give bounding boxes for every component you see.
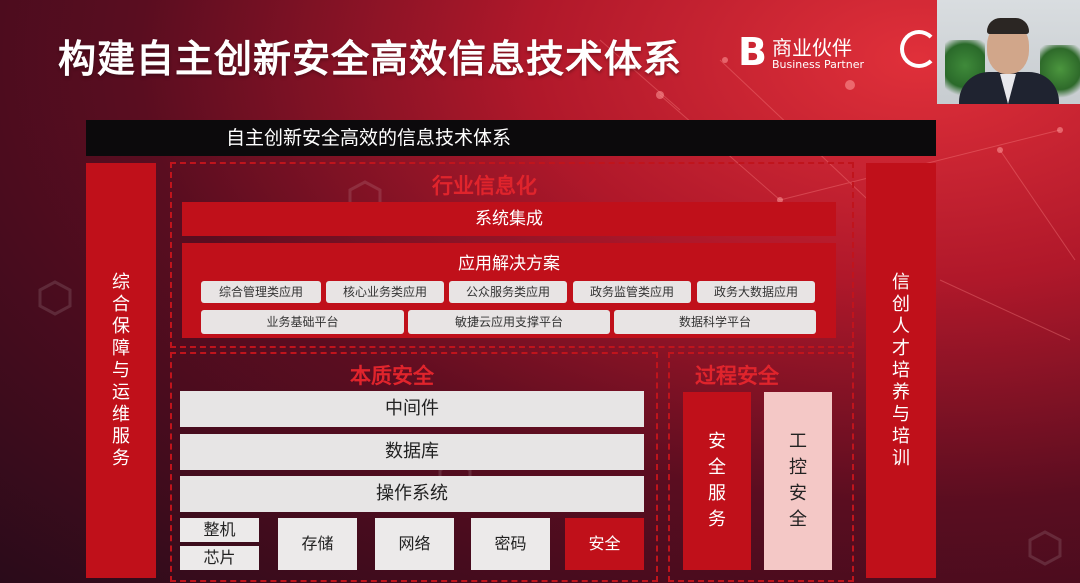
intrinsic-security-title: 本质安全 [350, 364, 434, 388]
left-pillar-label: 综合保障与运维服务 [112, 271, 130, 469]
right-pillar: 信创人才培养与培训 [866, 163, 936, 578]
platform-pill: 敏捷云应用支撑平台 [408, 310, 610, 334]
industry-frame [170, 162, 854, 348]
app-pill: 公众服务类应用 [449, 281, 567, 303]
crypto-box: 密码 [471, 518, 550, 570]
presenter-webcam [937, 0, 1080, 104]
database-layer: 数据库 [180, 434, 644, 470]
middleware-layer: 中间件 [180, 391, 644, 427]
platform-pill: 业务基础平台 [201, 310, 404, 334]
app-pill: 政务大数据应用 [697, 281, 815, 303]
chip-box: 芯片 [180, 546, 259, 570]
security-service-box: 安全服务 [683, 392, 751, 570]
logo-b-mark-icon: B [738, 30, 767, 74]
slide-title: 构建自主创新安全高效信息技术体系 [58, 37, 683, 81]
left-pillar: 综合保障与运维服务 [86, 163, 156, 578]
system-banner: 自主创新安全高效的信息技术体系 [86, 120, 936, 156]
network-box: 网络 [375, 518, 454, 570]
storage-box: 存储 [278, 518, 357, 570]
industry-title: 行业信息化 [432, 174, 537, 198]
process-security-title: 过程安全 [695, 364, 779, 388]
ics-security-box: 工控安全 [764, 392, 832, 570]
process-security-frame [668, 352, 854, 582]
app-pill: 政务监管类应用 [573, 281, 691, 303]
ring-logo-icon [900, 30, 938, 68]
logo-chinese-text: 商业伙伴 [772, 36, 852, 60]
intrinsic-security-frame [170, 352, 658, 582]
app-pill: 核心业务类应用 [326, 281, 444, 303]
os-layer: 操作系统 [180, 476, 644, 512]
security-service-label: 安全服务 [708, 431, 726, 530]
solutions-title: 应用解决方案 [458, 254, 560, 274]
security-box: 安全 [565, 518, 644, 570]
platform-pill: 数据科学平台 [614, 310, 816, 334]
right-pillar-label: 信创人才培养与培训 [892, 271, 910, 469]
system-integration-bar: 系统集成 [182, 202, 836, 236]
machine-box: 整机 [180, 518, 259, 542]
logo-english-text: Business Partner [772, 58, 864, 71]
system-integration-label: 系统集成 [475, 209, 543, 229]
app-pill: 综合管理类应用 [201, 281, 321, 303]
banner-text: 自主创新安全高效的信息技术体系 [226, 127, 512, 149]
ics-security-label: 工控安全 [789, 431, 807, 530]
